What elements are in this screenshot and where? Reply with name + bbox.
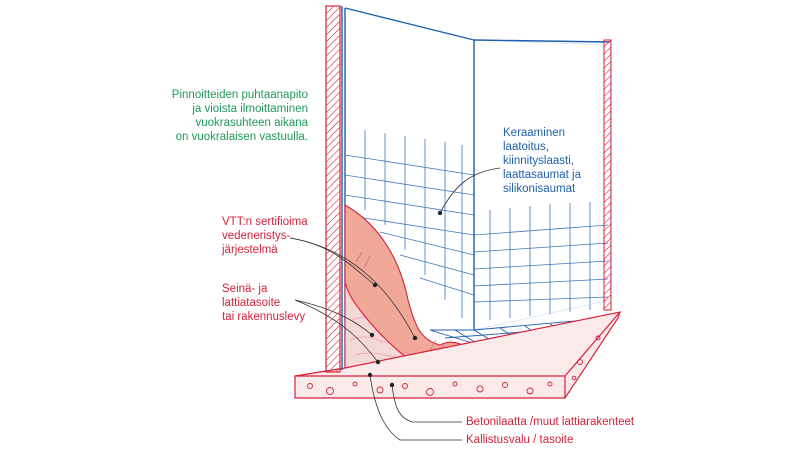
- leader-dots: [367, 210, 443, 388]
- screed-text: Kallistusvalu / tasoite: [466, 434, 574, 446]
- concrete-label: Betonilaatta /muut lattiarakenteet: [466, 415, 634, 429]
- vtt-label: VTT:n sertifioima vedeneristys- järjeste…: [222, 215, 308, 257]
- vtt-line-3: järjestelmä: [222, 244, 278, 256]
- ceramic-line-1: Keraaminen: [503, 127, 566, 139]
- vtt-line-2: vedeneristys-: [222, 230, 291, 242]
- vtt-line-1: VTT:n sertifioima: [222, 216, 308, 228]
- maintenance-line-2: ja vioista ilmoittaminen: [192, 103, 308, 115]
- ceramic-line-3: kiinnityslaasti,: [503, 155, 574, 167]
- left-wall-tiles: [344, 130, 475, 318]
- ceramic-label: Keraaminen laatoitus, kiinnityslaasti, l…: [503, 126, 581, 196]
- left-wall-section: [325, 5, 343, 373]
- screed-label: Kallistusvalu / tasoite: [466, 433, 573, 447]
- wall-floor-line-2: lattiatasoite: [222, 297, 281, 309]
- ceramic-line-2: laatoitus,: [503, 141, 550, 153]
- back-wall-tiles: [473, 202, 609, 320]
- concrete-slab: [294, 311, 621, 399]
- maintenance-note: Pinnoitteiden puhtaanapito ja vioista il…: [172, 88, 308, 144]
- wall-floor-line-1: Seinä- ja: [222, 283, 268, 295]
- wall-floor-label: Seinä- ja lattiatasoite tai rakennuslevy: [222, 282, 305, 324]
- leader-lines: [289, 167, 501, 441]
- concrete-text: Betonilaatta /muut lattiarakenteet: [466, 416, 635, 428]
- wall-floor-line-3: tai rakennuslevy: [222, 311, 306, 323]
- maintenance-line-1: Pinnoitteiden puhtaanapito: [171, 89, 308, 101]
- maintenance-line-3: vuokrasuhteen aikana: [195, 117, 308, 129]
- ceramic-line-5: silikonisaumat: [503, 183, 576, 195]
- maintenance-line-4: on vuokralaisen vastuulla.: [175, 131, 308, 143]
- ceramic-line-4: laattasaumat ja: [503, 169, 581, 181]
- right-wall-edge: [603, 39, 612, 311]
